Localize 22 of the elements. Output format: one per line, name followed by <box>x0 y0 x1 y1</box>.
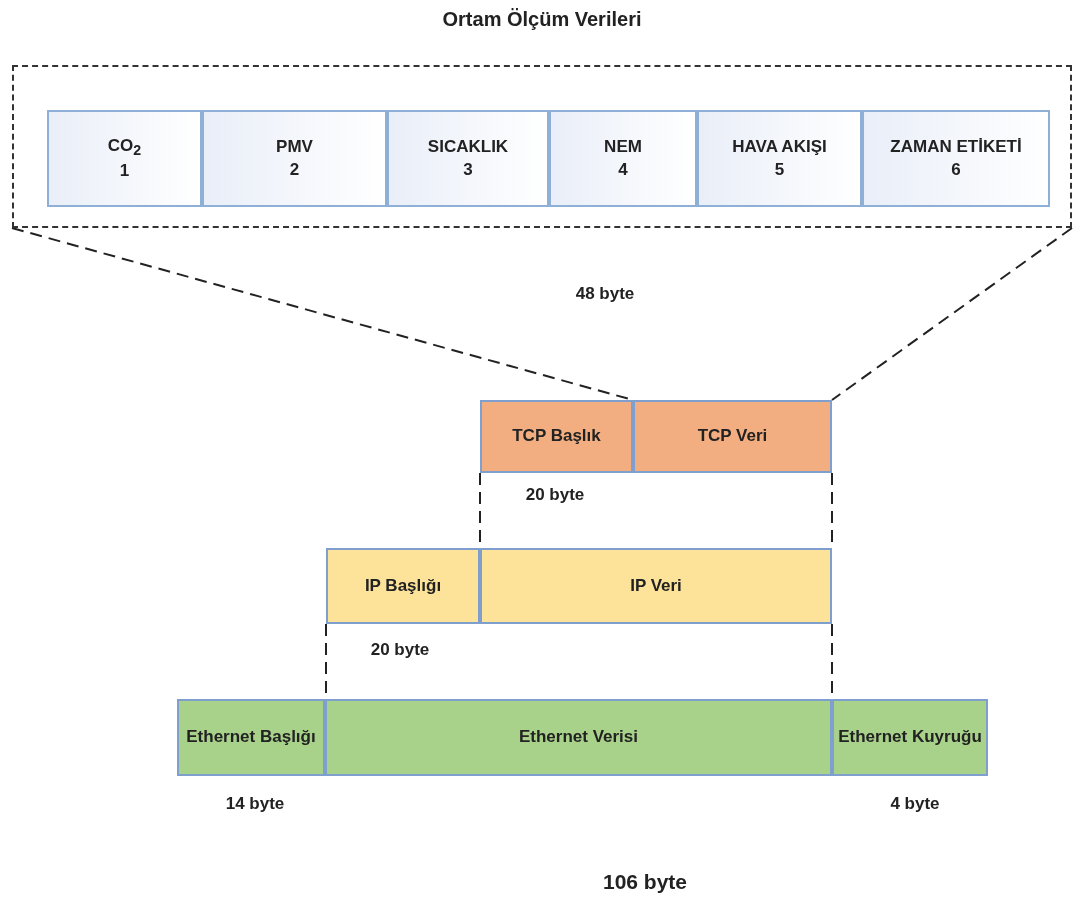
field-cell: NEM 4 <box>549 110 697 207</box>
byte-size-label: 14 byte <box>225 794 285 814</box>
byte-size-label: 20 byte <box>525 485 585 505</box>
byte-size-label: 48 byte <box>575 284 635 304</box>
dashed-projection-line <box>11 227 1073 401</box>
field-cell: PMV 2 <box>202 110 387 207</box>
ethernet-frame-box: Ethernet Kuyruğu <box>832 699 988 776</box>
field-cell: HAVA AKIŞI 5 <box>697 110 862 207</box>
ethernet-frame-box: Ethernet Başlığı <box>177 699 325 776</box>
byte-size-label: 4 byte <box>890 794 940 814</box>
diagram-title: Ortam Ölçüm Verileri <box>442 8 642 31</box>
ip-packet-box: IP Başlığı <box>326 548 480 624</box>
field-cell: ZAMAN ETİKETİ 6 <box>862 110 1050 207</box>
tcp-segment-box: TCP Veri <box>633 400 832 473</box>
byte-size-label: 20 byte <box>370 640 430 660</box>
tcp-segment-box: TCP Başlık <box>480 400 633 473</box>
ethernet-frame-box: Ethernet Verisi <box>325 699 832 776</box>
dashed-zoom-frame <box>12 65 1072 228</box>
ip-packet-box: IP Veri <box>480 548 832 624</box>
field-cell: SICAKLIK 3 <box>387 110 549 207</box>
field-cell: CO$_{2}$ 1 <box>47 110 202 207</box>
total-size-label: 106 byte <box>602 870 688 894</box>
